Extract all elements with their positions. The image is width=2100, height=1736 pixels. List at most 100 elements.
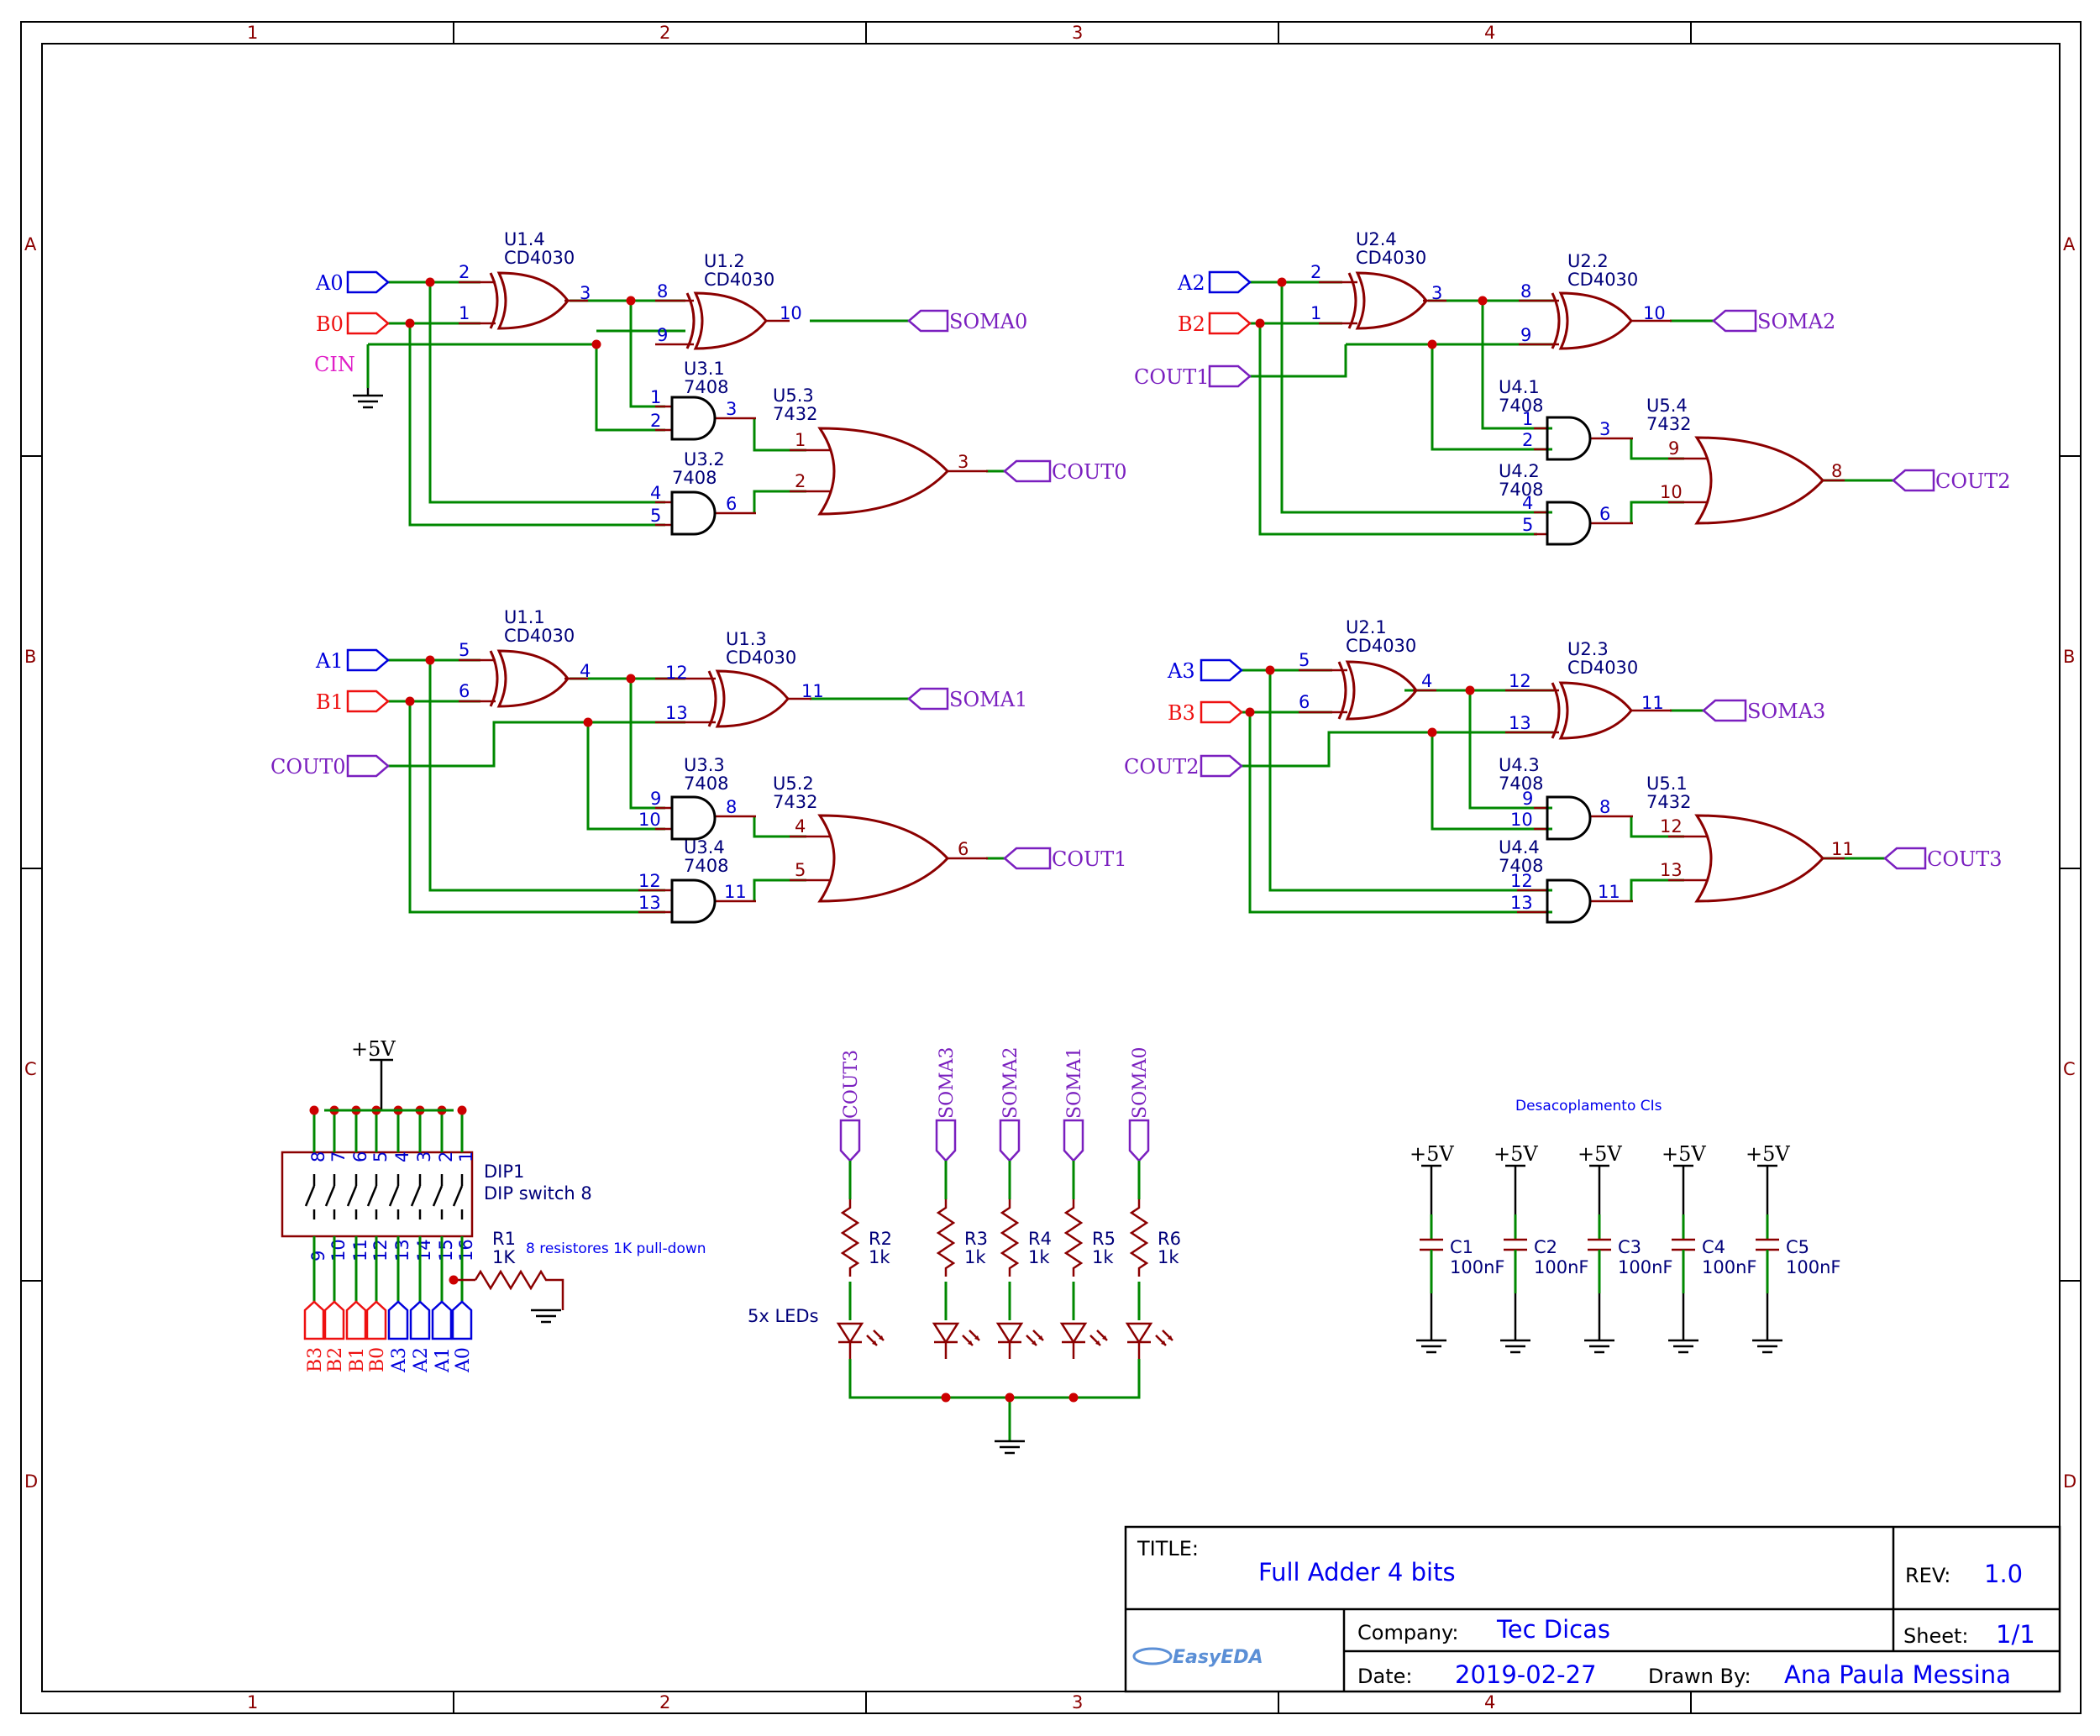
svg-text:13: 13 <box>1509 713 1531 733</box>
port-label-a0: A0 <box>315 271 344 295</box>
zone-col-1-top: 1 <box>247 23 258 43</box>
led-resistor <box>936 1199 956 1277</box>
svg-text:10: 10 <box>638 810 661 830</box>
port-b0 <box>346 312 390 335</box>
svg-text:12: 12 <box>638 871 661 891</box>
dip-top-pin: 3 <box>414 1151 434 1162</box>
svg-text:5: 5 <box>1299 650 1310 670</box>
dip-top-pin: 8 <box>308 1151 328 1162</box>
svg-text:10: 10 <box>780 303 802 323</box>
port-cout2-in <box>1200 754 1243 778</box>
svg-text:U2.3: U2.3 <box>1567 639 1609 659</box>
svg-text:8: 8 <box>1520 281 1531 302</box>
cap-ref: C5 <box>1786 1237 1809 1257</box>
svg-text:5: 5 <box>459 640 470 660</box>
port-label-b0: B0 <box>316 312 344 336</box>
svg-text:U1.1: U1.1 <box>504 607 545 627</box>
port-cout3 <box>1883 847 1927 870</box>
port-label-soma0: SOMA0 <box>949 310 1027 333</box>
port-label-a3: A3 <box>1167 659 1195 683</box>
svg-text:8: 8 <box>726 797 737 817</box>
led-resistor-ref: R6 <box>1158 1229 1181 1249</box>
svg-text:9: 9 <box>1520 325 1531 345</box>
svg-text:2: 2 <box>459 262 470 282</box>
port-label-soma2: SOMA2 <box>1757 310 1835 333</box>
port-a3 <box>1200 658 1243 682</box>
dip-bottom-pin: 12 <box>370 1239 391 1261</box>
led-port-label: SOMA2 <box>1000 1046 1021 1119</box>
decoupling-title: Desacoplamento CIs <box>1515 1098 1662 1115</box>
svg-text:CD4030: CD4030 <box>704 270 774 290</box>
port-label-b1: B1 <box>316 690 344 714</box>
dip-value: DIP switch 8 <box>484 1183 592 1204</box>
svg-text:13: 13 <box>638 893 661 913</box>
port-cout0 <box>1003 459 1052 483</box>
dip-bottom-pin: 16 <box>456 1239 476 1261</box>
bit2-junctions <box>1255 277 1488 349</box>
r1-value: 1K <box>492 1247 516 1267</box>
port-label-cout0: COUT0 <box>1052 460 1127 484</box>
svg-text:CD4030: CD4030 <box>1567 270 1638 290</box>
zone-ticks <box>21 22 2081 1713</box>
led-resistor <box>1000 1199 1020 1277</box>
led-port <box>839 1119 861 1162</box>
cap-value: 100nF <box>1786 1257 1840 1277</box>
led-port <box>935 1119 957 1162</box>
svg-text:13: 13 <box>1660 860 1683 880</box>
cap-supply-label: +5V <box>1746 1142 1790 1166</box>
dip-port-label: B1 <box>347 1347 368 1372</box>
zone-row-b-right: B <box>2063 647 2075 667</box>
led-resistor <box>840 1199 860 1277</box>
dip-port <box>431 1300 453 1340</box>
svg-text:7408: 7408 <box>684 774 728 794</box>
svg-text:6: 6 <box>958 839 969 859</box>
zone-labels: 1 2 3 4 1 2 3 4 A B C D A B C D <box>24 23 2076 1712</box>
port-label-a1: A1 <box>315 649 344 673</box>
led-port <box>1063 1119 1084 1162</box>
svg-text:7408: 7408 <box>1499 774 1543 794</box>
svg-text:6: 6 <box>1299 692 1310 712</box>
svg-text:4: 4 <box>580 661 591 681</box>
svg-text:U4.4: U4.4 <box>1499 837 1540 858</box>
svg-text:CD4030: CD4030 <box>504 248 575 268</box>
dip-top-pin: 6 <box>350 1151 370 1162</box>
dip-port <box>345 1300 367 1340</box>
svg-text:U5.4: U5.4 <box>1646 396 1688 416</box>
led-port-label: SOMA3 <box>937 1046 958 1119</box>
svg-text:U1.2: U1.2 <box>704 251 745 271</box>
bit1-junctions <box>405 655 636 727</box>
svg-text:7408: 7408 <box>1499 480 1543 500</box>
title-label: TITLE: <box>1137 1537 1199 1560</box>
svg-text:2: 2 <box>795 471 806 491</box>
svg-text:1: 1 <box>795 430 806 450</box>
svg-text:3: 3 <box>580 283 591 303</box>
date-label: Date: <box>1357 1665 1412 1688</box>
cap-ref: C4 <box>1702 1237 1725 1257</box>
svg-text:1: 1 <box>1310 303 1321 323</box>
svg-text:3: 3 <box>958 452 969 472</box>
led-diode <box>836 1322 864 1345</box>
svg-text:7408: 7408 <box>684 856 728 876</box>
rev-value: 1.0 <box>1984 1560 2023 1588</box>
port-soma3 <box>1702 699 1747 722</box>
svg-text:CD4030: CD4030 <box>1356 248 1426 268</box>
port-label-b3: B3 <box>1168 701 1195 725</box>
led-diode <box>1125 1322 1153 1345</box>
svg-text:U2.4: U2.4 <box>1356 229 1397 249</box>
led-port <box>1128 1119 1150 1162</box>
svg-text:10: 10 <box>1660 482 1683 502</box>
cap-ref: C3 <box>1618 1237 1641 1257</box>
svg-text:12: 12 <box>1510 871 1533 891</box>
dip-bottom-pin: 13 <box>392 1239 412 1261</box>
dip-port-label: B2 <box>325 1347 346 1372</box>
port-label-b2: B2 <box>1178 312 1205 336</box>
